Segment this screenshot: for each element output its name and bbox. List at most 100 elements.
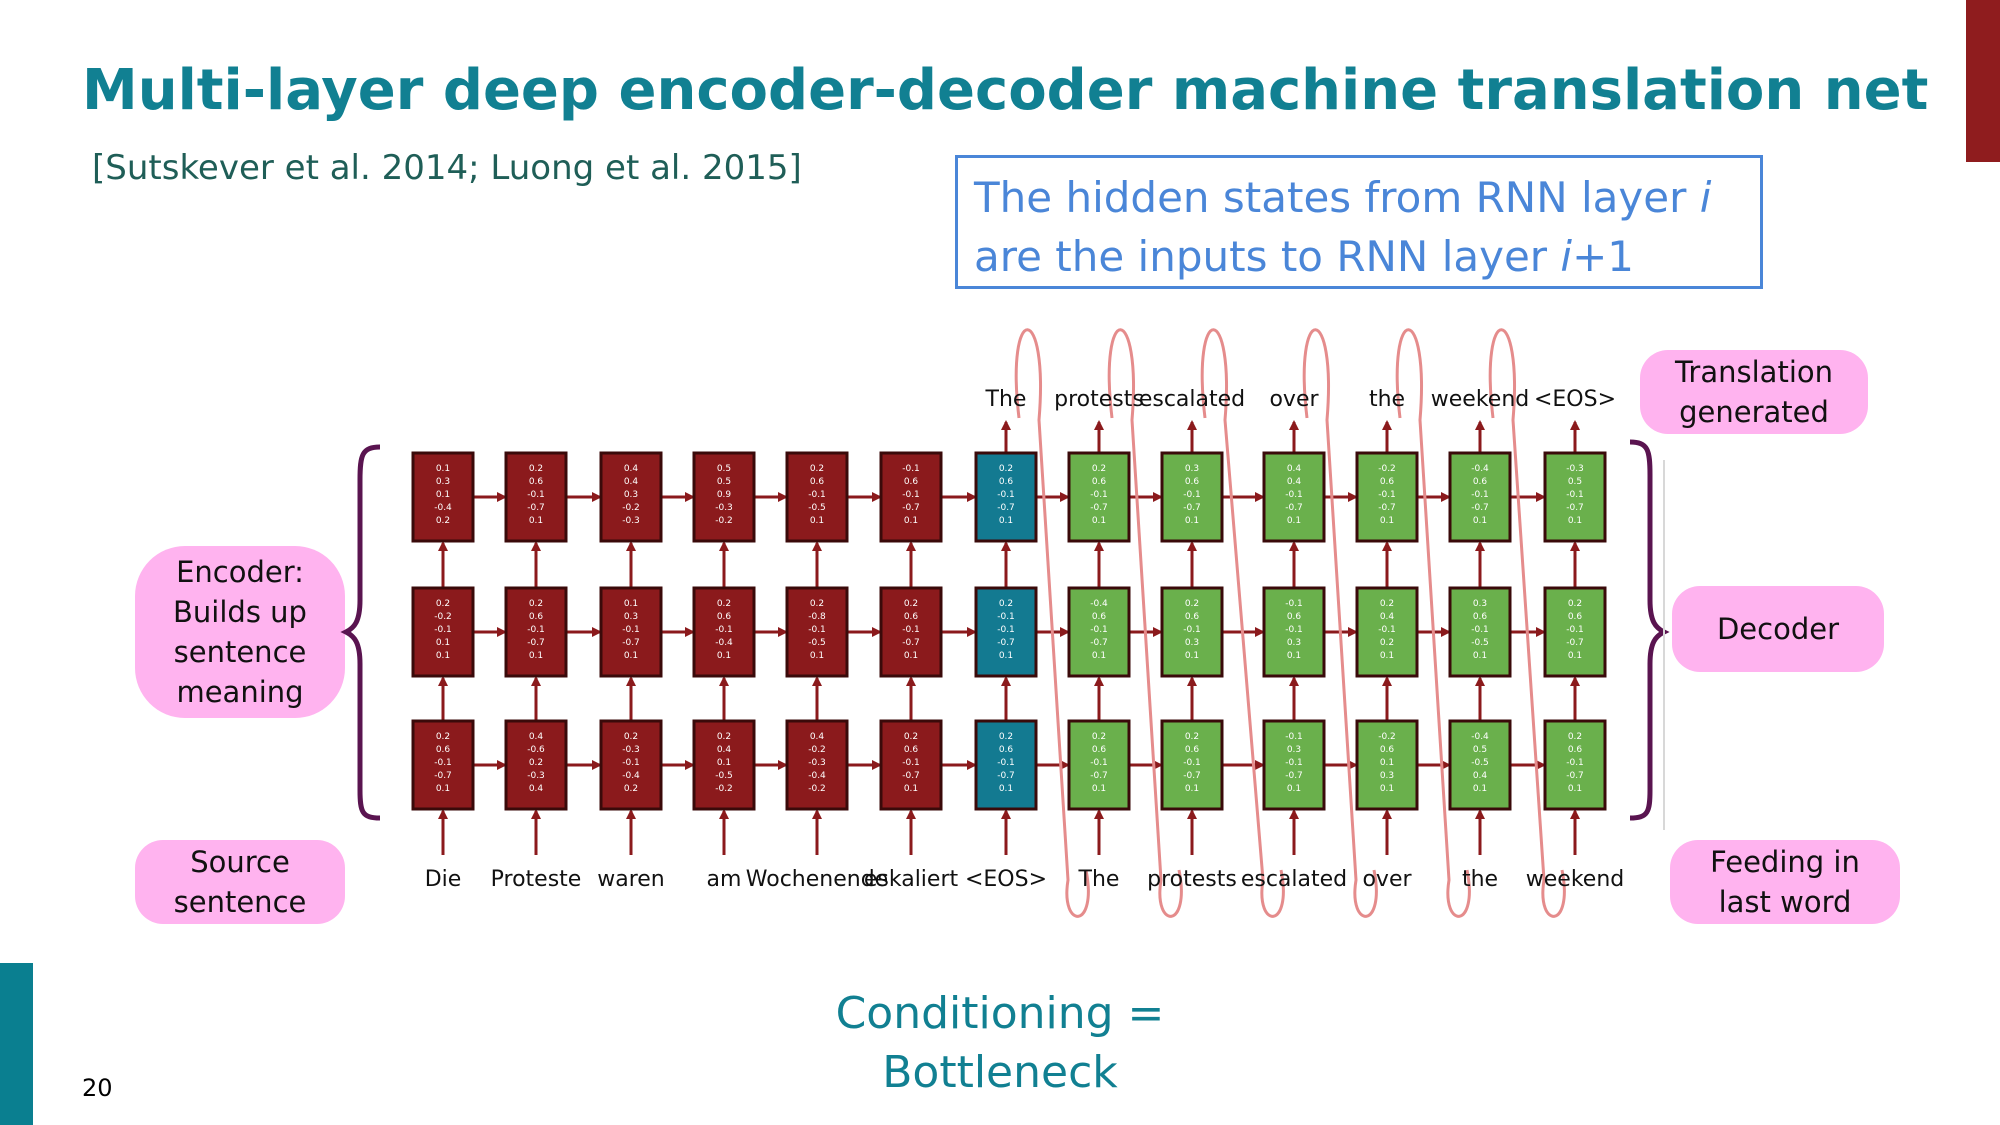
cell-value: 0.6: [904, 612, 919, 622]
cell-box: [785, 451, 849, 543]
cell-box: [974, 586, 1038, 678]
feedback-loop: [1302, 328, 1378, 918]
output-word: escalated: [1139, 387, 1245, 412]
cell-value: -0.1: [902, 625, 920, 635]
output-word: the: [1369, 387, 1405, 412]
cell-value: 0.2: [436, 732, 450, 742]
cell-value: 0.1: [1092, 784, 1106, 794]
hidden-state-cell: 0.20.6-0.1-0.70.1: [1067, 719, 1131, 811]
cell-value: -0.7: [434, 771, 452, 781]
cell-value: -0.1: [1285, 599, 1303, 609]
cell-value: 0.2: [999, 732, 1013, 742]
cell-value: -0.7: [1285, 771, 1303, 781]
cell-value: 0.4: [624, 464, 639, 474]
hidden-state-cell: 0.40.4-0.1-0.70.1: [1262, 451, 1326, 543]
cell-value: -0.4: [622, 771, 640, 781]
cell-value: -0.1: [622, 625, 640, 635]
cell-value: -0.7: [1090, 771, 1108, 781]
cell-value: 0.1: [1380, 651, 1394, 661]
cell-value: 0.6: [1092, 745, 1107, 755]
cell-value: 0.2: [904, 732, 918, 742]
cell-value: 0.6: [529, 612, 544, 622]
cell-value: 0.6: [436, 745, 451, 755]
callout-text: The hidden states from RNN layer: [974, 173, 1700, 222]
hidden-state-cell: 0.20.6-0.1-0.70.1: [504, 586, 568, 678]
cell-value: 0.6: [1380, 477, 1395, 487]
cell-value: -0.4: [808, 771, 826, 781]
cell-value: -0.1: [622, 758, 640, 768]
cell-value: 0.6: [1185, 477, 1200, 487]
cell-value: 0.5: [717, 464, 731, 474]
cell-value: 0.1: [436, 784, 450, 794]
cell-value: 0.1: [904, 784, 918, 794]
callout-var: i: [1560, 232, 1573, 281]
cell-value: 0.1: [810, 651, 824, 661]
cell-value: -0.1: [1183, 490, 1201, 500]
cell-value: 0.1: [1092, 516, 1106, 526]
conditioning-line-2: Bottleneck: [882, 1047, 1118, 1098]
cell-box: [411, 719, 475, 811]
side-accent-bar: [0, 963, 33, 1125]
cell-value: -0.1: [1566, 490, 1584, 500]
cell-value: -0.3: [715, 503, 733, 513]
feedback-loop: [1395, 328, 1471, 918]
callout-text: +1: [1572, 232, 1635, 281]
cell-box: [1067, 586, 1131, 678]
cell-value: -0.1: [1285, 758, 1303, 768]
cell-value: 0.2: [1568, 599, 1582, 609]
cell-value: 0.6: [1185, 612, 1200, 622]
cell-value: 0.1: [717, 758, 731, 768]
conditioning-caption: Conditioning = Bottleneck: [0, 984, 2000, 1102]
cell-value: 0.1: [1380, 758, 1394, 768]
translation-generated-label: Translation generated: [1640, 350, 1868, 434]
hidden-state-cell: 0.2-0.3-0.1-0.40.2: [599, 719, 663, 811]
cell-value: 0.2: [999, 464, 1013, 474]
hidden-state-cell: 0.40.40.3-0.2-0.3: [599, 451, 663, 543]
feedback-loop: [1014, 328, 1090, 918]
cell-value: 0.4: [1380, 612, 1395, 622]
cell-value: 0.6: [1568, 745, 1583, 755]
hidden-state-cell: 0.20.6-0.1-0.70.1: [1067, 451, 1131, 543]
cell-box: [1160, 586, 1224, 678]
cell-value: 0.2: [529, 464, 543, 474]
cell-value: 0.2: [1380, 599, 1394, 609]
hidden-state-cell: -0.10.6-0.10.30.1: [1262, 586, 1326, 678]
cell-value: 0.2: [624, 784, 638, 794]
source-word: Wochenende: [746, 867, 888, 892]
cell-value: 0.5: [717, 477, 731, 487]
hidden-state-cell: 0.20.6-0.1-0.70.1: [1160, 719, 1224, 811]
cell-value: -0.1: [434, 625, 452, 635]
cell-value: 0.6: [1185, 745, 1200, 755]
cell-value: -0.1: [902, 464, 920, 474]
cell-value: -0.2: [808, 745, 826, 755]
cell-value: -0.1: [997, 612, 1015, 622]
cell-value: 0.2: [717, 599, 731, 609]
cell-box: [411, 586, 475, 678]
cell-value: -0.1: [1183, 625, 1201, 635]
hidden-state-cell: 0.2-0.1-0.1-0.70.1: [974, 586, 1038, 678]
output-word: The: [985, 387, 1027, 412]
cell-box: [1355, 719, 1419, 811]
cell-box: [879, 586, 943, 678]
hidden-state-cell: 0.20.4-0.10.20.1: [1355, 586, 1419, 678]
cell-value: -0.4: [1090, 599, 1108, 609]
cell-value: 0.1: [624, 599, 638, 609]
cell-value: -0.1: [434, 758, 452, 768]
cell-value: -0.5: [1471, 758, 1489, 768]
cell-value: 0.3: [1473, 599, 1487, 609]
cell-value: 0.1: [904, 651, 918, 661]
cell-value: -0.2: [808, 784, 826, 794]
cell-box: [1543, 586, 1607, 678]
cell-value: 0.2: [529, 758, 543, 768]
source-word: over: [1362, 867, 1412, 892]
cell-box: [504, 586, 568, 678]
cell-box: [879, 451, 943, 543]
cell-value: -0.6: [527, 745, 545, 755]
cell-value: -0.7: [1378, 503, 1396, 513]
cell-box: [1543, 451, 1607, 543]
cell-value: -0.7: [527, 638, 545, 648]
decoder-brace: [1629, 439, 1670, 821]
source-word: Die: [425, 867, 462, 892]
